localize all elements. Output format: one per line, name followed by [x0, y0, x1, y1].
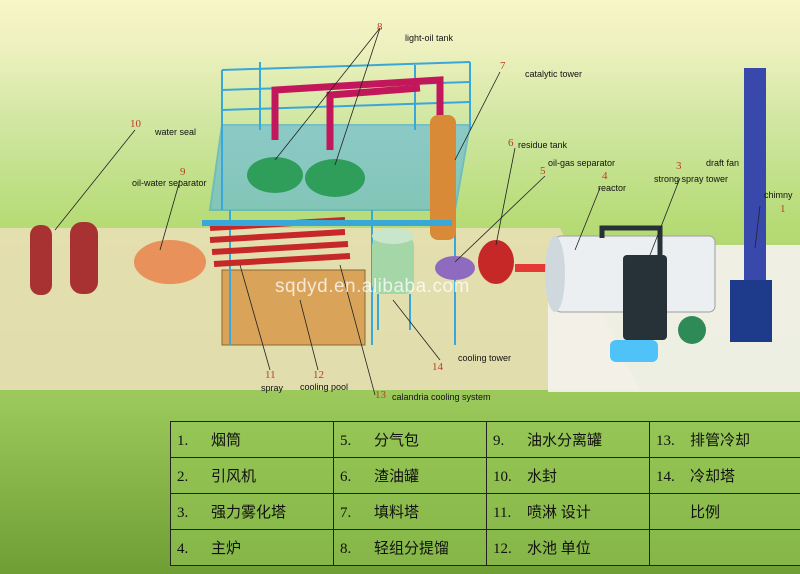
label-reactor: reactor — [598, 183, 627, 193]
light-oil-pipes — [271, 76, 444, 150]
num-3: 3 — [676, 160, 682, 172]
oil-gas-separator — [435, 256, 475, 280]
label-strong-spray-tower: strong spray tower — [654, 174, 729, 184]
residue-tank — [478, 240, 514, 284]
label-cooling-pool: cooling pool — [300, 382, 349, 392]
cooling-tower-unit — [372, 228, 414, 330]
num-8: 8 — [377, 21, 383, 33]
legend-table: 1.烟筒 5.分气包 9.油水分离罐 13.排管冷却 2.引风机 6.渣油罐 1… — [170, 421, 800, 566]
label-water-seal: water seal — [155, 127, 197, 137]
legend-cell: 2.引风机 — [170, 457, 334, 494]
num-14: 14 — [432, 361, 443, 373]
label-cooling-tower: cooling tower — [458, 353, 512, 363]
legend-cell: 1.烟筒 — [170, 421, 334, 458]
legend-cell: 6.渣油罐 — [333, 457, 487, 494]
light-oil-tanks — [247, 157, 365, 197]
legend-row: 4.主炉 8.轻组分提馏 12.水池 单位 — [170, 529, 800, 566]
catalytic-tower — [430, 115, 456, 240]
num-11: 11 — [265, 369, 276, 381]
num-7: 7 — [500, 60, 506, 72]
label-oil-water-separator: oil-water separator — [132, 178, 207, 188]
watermark: sqdyd.en.alibaba.com — [275, 276, 470, 297]
label-calandria-cooling-system: calandria cooling system — [392, 392, 491, 402]
legend-cell: 比例 — [649, 493, 800, 530]
label-oil-gas-separator: oil-gas separator — [548, 158, 616, 168]
legend-cell: 12.水池 单位 — [486, 529, 650, 566]
pump — [610, 340, 658, 362]
num-1: 1 — [780, 203, 786, 215]
legend-cell: 10.水封 — [486, 457, 650, 494]
chimney — [730, 68, 772, 342]
reactor-pipe — [515, 264, 555, 272]
label-chimny: chimny — [764, 190, 793, 200]
calandria-beam — [202, 220, 452, 226]
strong-spray-tower — [599, 225, 667, 340]
legend-row: 3.强力雾化塔 7.填料塔 11.喷淋 设计 比例 — [170, 493, 800, 530]
label-draft-fan: draft fan — [706, 158, 740, 168]
legend-cell: 14.冷却塔 — [649, 457, 800, 494]
legend-cell: 4.主炉 — [170, 529, 334, 566]
water-seal-tanks — [30, 222, 98, 295]
num-13: 13 — [375, 389, 386, 401]
legend-cell: 3.强力雾化塔 — [170, 493, 334, 530]
num-9: 9 — [180, 166, 186, 178]
num-5: 5 — [540, 165, 546, 177]
legend-cell: 11.喷淋 设计 — [486, 493, 650, 530]
legend-row: 2.引风机 6.渣油罐 10.水封 14.冷却塔 — [170, 457, 800, 494]
legend-cell — [649, 529, 800, 566]
legend-cell: 9.油水分离罐 — [486, 421, 650, 458]
legend-cell: 5.分气包 — [333, 421, 487, 458]
num-4: 4 — [602, 170, 608, 182]
legend-row: 1.烟筒 5.分气包 9.油水分离罐 13.排管冷却 — [170, 421, 800, 458]
label-catalytic-tower: catalytic tower — [525, 69, 583, 79]
draft-fan — [678, 316, 706, 344]
label-spray: spray — [261, 383, 284, 393]
legend-cell: 13.排管冷却 — [649, 421, 800, 458]
oil-water-separator-tank — [134, 240, 206, 284]
leader-lines — [54, 27, 761, 396]
legend-cell: 8.轻组分提馏 — [333, 529, 487, 566]
legend-cell: 7.填料塔 — [333, 493, 487, 530]
label-residue-tank: residue tank — [518, 140, 568, 150]
num-12: 12 — [313, 369, 324, 381]
num-6: 6 — [508, 137, 514, 149]
label-light-oil-tank: light-oil tank — [405, 33, 454, 43]
num-10: 10 — [130, 118, 141, 130]
